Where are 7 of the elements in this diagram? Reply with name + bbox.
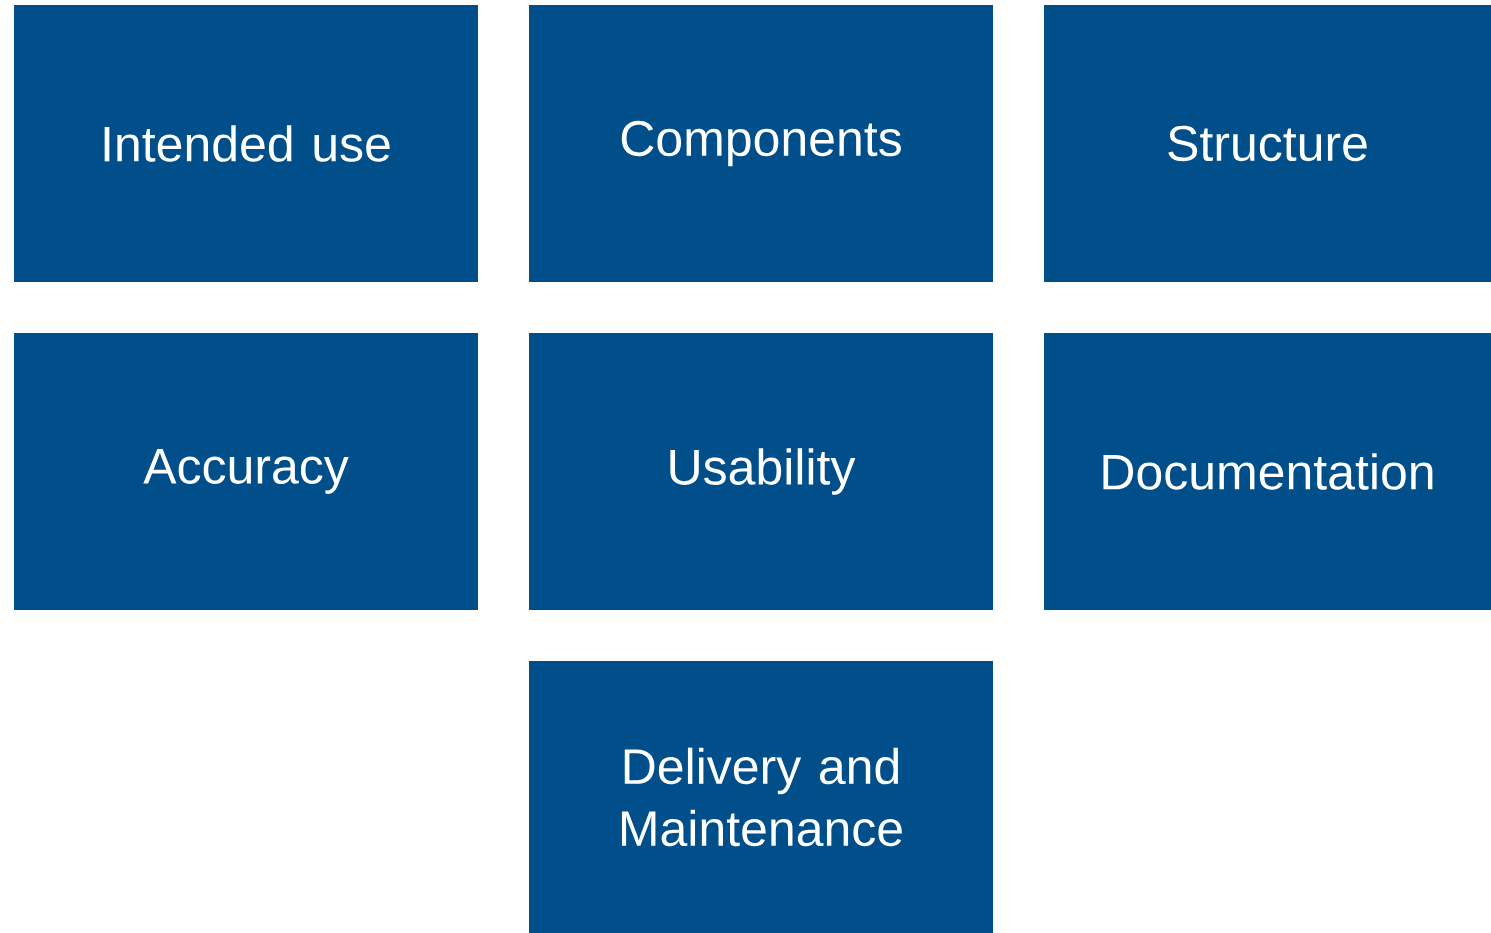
text-box: Structure [1044, 5, 1491, 282]
text-box: Documentation [1044, 333, 1491, 610]
text-box: Components [529, 5, 993, 282]
text-box: Delivery and Maintenance [529, 661, 993, 933]
text-box: Usability [529, 333, 993, 610]
text-box: Intended use [14, 5, 478, 282]
text-box: Accuracy [14, 333, 478, 610]
